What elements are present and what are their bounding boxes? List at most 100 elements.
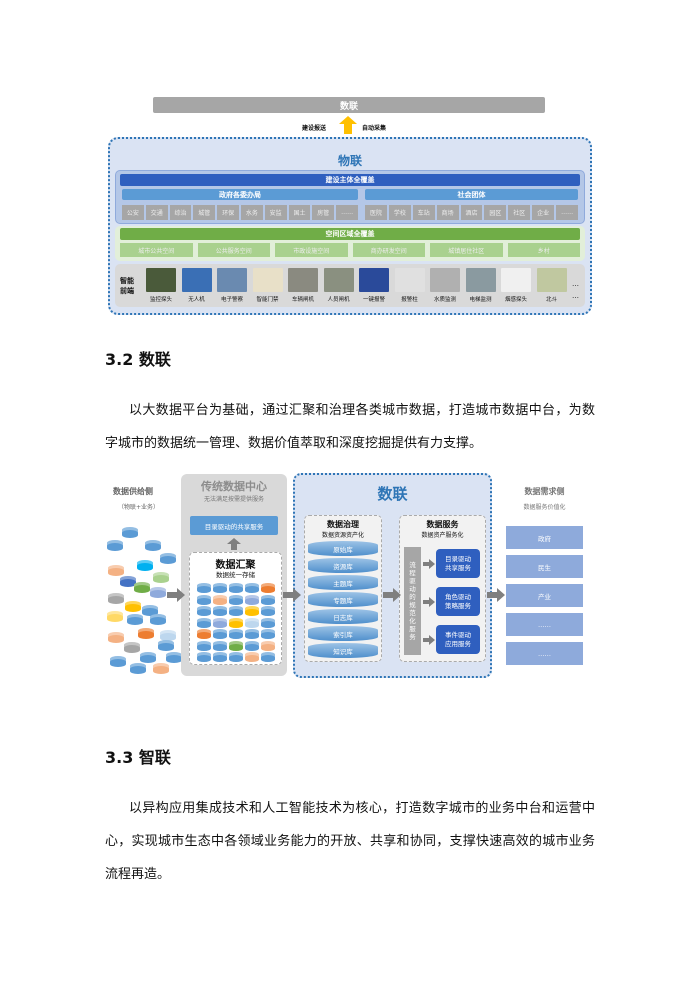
supply-subtitle: （物联+业务） [118,504,160,511]
data-cylinder [120,576,136,587]
storage-cylinder [261,606,275,616]
space-item: 城市公共空间 [120,243,193,257]
right-arrow-icon [383,588,401,602]
library-item: 索引库 [308,626,378,641]
gov-item: 综治 [169,205,192,220]
space-items: 城市公共空间公共服务空间市政设施空间商办研发空间城镇居住社区乡村 [120,243,580,257]
iot-title: 物联 [337,154,362,168]
device-image [217,268,247,292]
storage-cylinder [229,594,243,605]
storage-cylinder [229,606,243,616]
storage-cylinder [213,617,227,628]
data-cylinder [142,605,158,616]
svc-title: 数据服务 [426,520,459,529]
right-arrow-icon [423,635,435,645]
storage-cylinder [261,629,275,639]
space-item: 公共服务空间 [197,243,270,257]
library-item: 主题库 [308,575,378,590]
demand-item: 政府 [506,526,583,549]
up-arrow-icon [227,538,241,550]
gov-item: 交通 [145,205,168,220]
device-item: 人员闸机 [323,268,355,303]
social-item: …… [556,205,579,220]
device-image [536,268,567,292]
data-cylinder [138,628,154,639]
demand-title: 数据需求侧 [524,487,565,496]
svc-subtitle: 数据资产服务化 [421,532,464,539]
data-cylinder [166,652,182,663]
gov-item: …… [336,205,358,220]
gov-title: 数据治理 [327,520,359,529]
gov-item: 城管 [193,205,216,220]
device-image [146,268,176,292]
device-label: 电梯监测 [469,297,492,303]
section-paragraph-3-3: 以异构应用集成技术和人工智能技术为核心，打造数字城市的业务中台和运营中心，实现城… [105,801,595,882]
social-item: 园区 [484,205,507,220]
storage-cylinder [213,583,227,593]
device-image [181,268,212,292]
storage-cylinder [213,640,227,651]
device-image [465,268,496,292]
data-cylinder [160,553,176,564]
storage-cylinder [245,594,259,605]
social-item: 商场 [436,205,459,220]
device-label: 人员闸机 [327,297,350,303]
right-arrow-icon [423,597,435,607]
library-item: 日志库 [308,609,378,624]
process-driven-bar: 流程驱动的规范化服务 [404,547,421,655]
data-cylinder [107,540,123,551]
supply-title: 数据供给侧 [113,487,153,496]
gov-item: 环保 [217,205,239,220]
device-image [430,268,460,292]
data-cylinder [150,587,166,598]
section-paragraph-3-2: 以大数据平台为基础，通过汇聚和治理各类城市数据，打造城市数据中台，为数字城市的数… [105,403,595,451]
library-item: 原始库 [308,541,378,556]
data-link-bar: 数联 [153,97,545,113]
data-cylinder [127,614,143,625]
data-cylinder [130,663,146,674]
demand-item: …… [506,613,583,636]
storage-cylinder [245,640,259,651]
device-image [252,268,283,292]
data-cylinder [108,593,124,604]
device-item: 电子警察 [216,268,248,303]
demand-subtitle: 数据服务价值化 [523,504,566,511]
device-image [359,268,389,292]
gov-item: 水务 [240,205,263,220]
device-item: 监控探头 [145,268,177,303]
data-cylinder [153,572,169,583]
device-item: 烟感探头 [500,268,532,303]
space-item: 乡村 [507,243,580,257]
right-arrow-icon [487,588,505,602]
storage-cylinder [213,652,227,662]
social-header: 社会团体 [365,189,578,200]
data-cylinder [158,640,174,651]
device-image [394,268,425,292]
data-cylinder [140,652,156,663]
gov-subtitle: 数据资源资产化 [321,532,364,539]
library-item: 专题库 [308,592,378,607]
social-item: 学校 [388,205,411,220]
data-cylinder [110,656,126,667]
storage-cylinder [229,640,243,651]
storage-cylinder [197,617,211,628]
device-item: 智能门禁 [252,268,284,303]
right-arrow-icon [423,559,435,569]
device-item: 北斗 [536,268,568,303]
device-image [323,268,354,292]
storage-cylinder [197,583,211,593]
data-cylinder [122,527,138,538]
device-item: 车辆闸机 [287,268,319,303]
right-arrow-icon [283,588,301,602]
library-item: 知识库 [308,643,378,658]
service-item: 角色驱动策略服务 [436,587,480,616]
device-label: 报警柱 [401,297,418,303]
gov-item: 房管 [312,205,335,220]
frontend-label: 智能前端 [120,277,134,295]
data-cylinder [150,614,166,625]
trad-title: 传统数据中心 [201,480,267,493]
storage-cylinder [245,617,259,628]
storage-cylinder [229,652,243,662]
gov-item: 安监 [264,205,287,220]
storage-cylinder [197,629,211,639]
